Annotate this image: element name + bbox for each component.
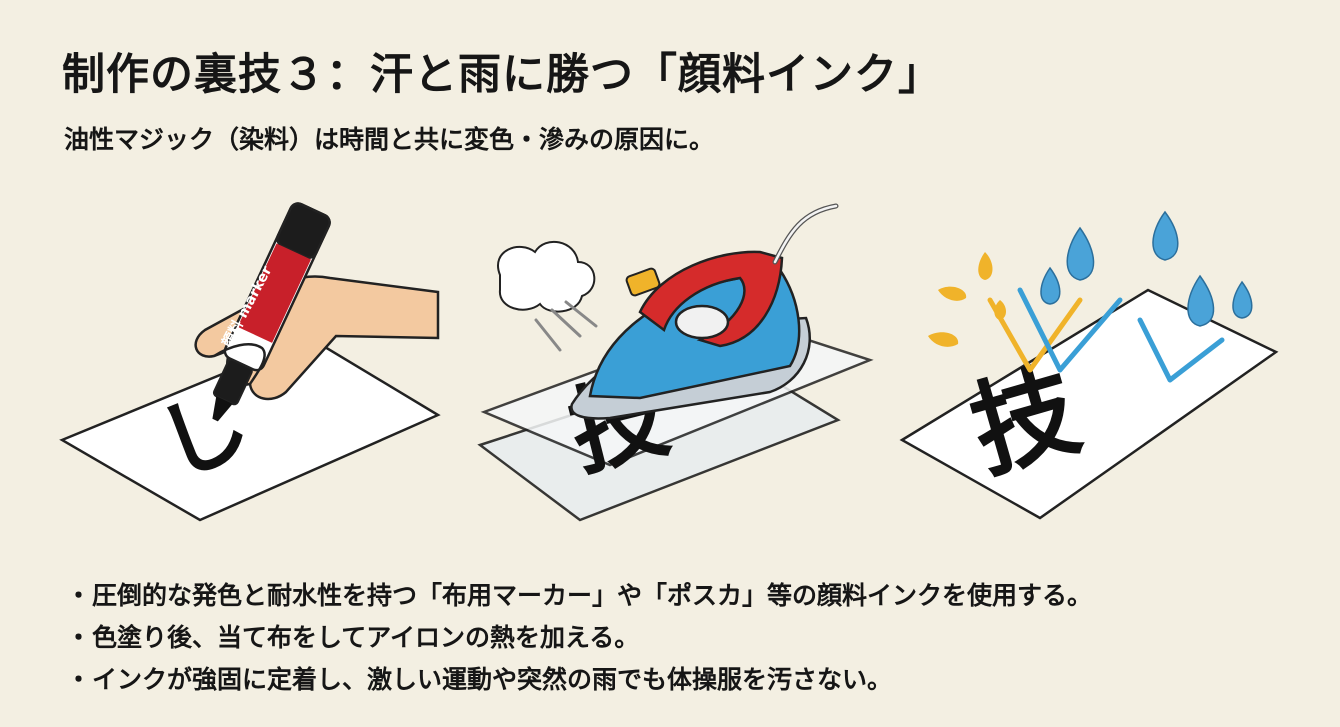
page-title: 制作の裏技３：汗と雨に勝つ「顔料インク」 [62,50,942,100]
bullet-mark: ・ [66,665,92,694]
steam-puff [497,240,596,313]
illustration-row: し 顔料 marker 技 技 [59,202,1279,522]
iron-handle [638,250,784,348]
iron-dial [674,304,730,340]
bullet-mark: ・ [66,581,92,610]
sweat-drop [978,252,993,280]
bullet-mark: ・ [66,623,92,652]
bullet-item-3: ・インクが強固に定着し、激しい運動や突然の雨でも体操服を汚さない。 [66,659,1092,701]
iron-heat-set-icon: 技 [477,203,874,522]
paper-card-3 [899,288,1279,520]
bullet-text: インクが強固に定着し、激しい運動や突然の雨でも体操服を汚さない。 [92,665,893,694]
iron-button [625,267,661,297]
page-subtitle: 油性マジック（染料）は時間と共に変色・滲みの原因に。 [64,125,715,154]
bullet-item-1: ・圧倒的な発色と耐水性を持つ「布用マーカー」や「ポスカ」等の顔料インクを使用する… [66,575,1092,617]
marker-pen [212,202,331,422]
bullet-text: 色塗り後、当て布をしてアイロンの熱を加える。 [92,623,640,652]
iron-cord [772,203,839,265]
bullet-list: ・圧倒的な発色と耐水性を持つ「布用マーカー」や「ポスカ」等の顔料インクを使用する… [66,575,1092,701]
bullet-text: 圧倒的な発色と耐水性を持つ「布用マーカー」や「ポスカ」等の顔料インクを使用する。 [92,581,1093,610]
water-drop [1066,226,1095,281]
rain-resistant-icon: 技 [899,210,1279,520]
finger-overlay [213,343,266,385]
marker-writing-icon: し 顔料 marker [59,202,441,522]
bullet-item-2: ・色塗り後、当て布をしてアイロンの熱を加える。 [66,617,1092,659]
